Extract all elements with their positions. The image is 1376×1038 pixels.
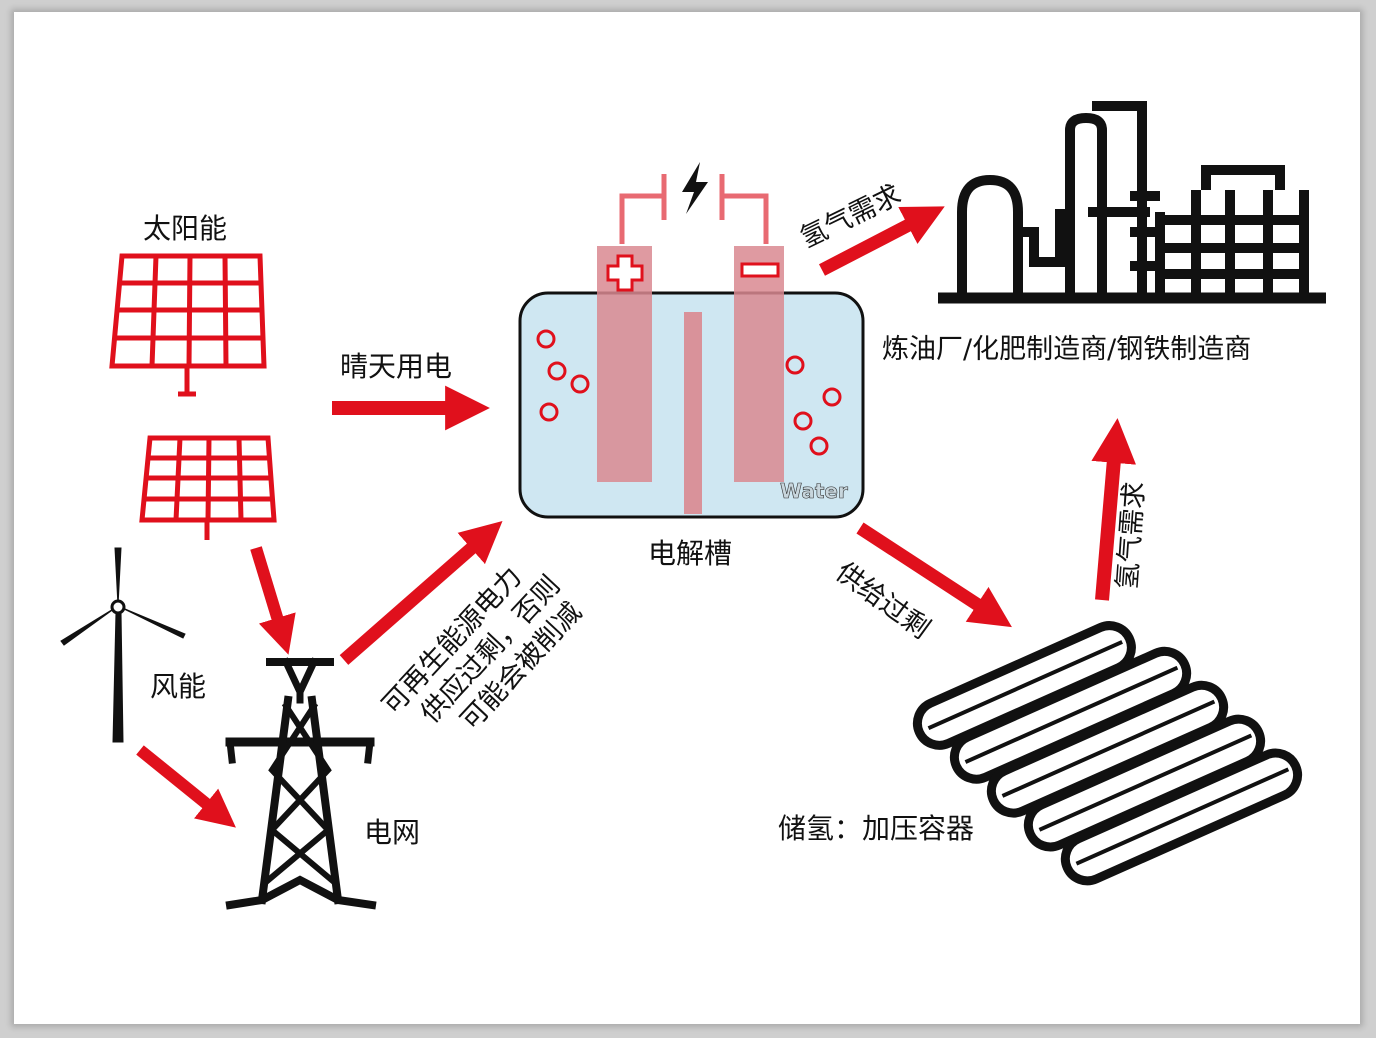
electrolyzer-icon: Water	[518, 162, 865, 519]
plus-icon	[606, 254, 644, 292]
solar-label: 太阳能	[143, 212, 227, 245]
transmission-tower-icon	[225, 657, 377, 910]
industry-label: 炼油厂/化肥制造商/钢铁制造商	[882, 334, 1251, 365]
sunny-label: 晴天用电	[340, 350, 452, 383]
arrow-grid-to-electrolyzer	[339, 521, 503, 665]
flow-arrows	[136, 206, 1137, 828]
hydrogen-tank-icon	[912, 621, 1303, 886]
demand-top-label: 氢气需求	[795, 179, 906, 254]
grid-label: 电网	[364, 816, 420, 849]
minus-icon	[740, 262, 780, 278]
arrow-wind-to-grid	[136, 745, 236, 828]
wind-turbine-icon	[60, 547, 186, 743]
water-label: Water	[780, 479, 848, 503]
solar-panel-icon	[109, 253, 277, 540]
factory-icon	[938, 101, 1326, 304]
electrolyzer-label: 电解槽	[648, 537, 732, 570]
storage-label: 储氢：加压容器	[778, 812, 974, 845]
wind-label: 风能	[150, 670, 206, 703]
bubbles	[536, 329, 842, 456]
arrow-solar-to-grid	[250, 546, 296, 655]
demand-right-label: 氢气需求	[1112, 481, 1150, 591]
surplus-label: 可再生能源电力 供应过剩，否则 可能会被削减	[376, 561, 588, 736]
arrow-electrolyzer-to-industry	[819, 206, 945, 276]
arrow-storage-to-industry	[1091, 418, 1137, 601]
arrow-electrolyzer-to-storage	[856, 522, 1012, 628]
lightning-icon	[682, 162, 708, 214]
